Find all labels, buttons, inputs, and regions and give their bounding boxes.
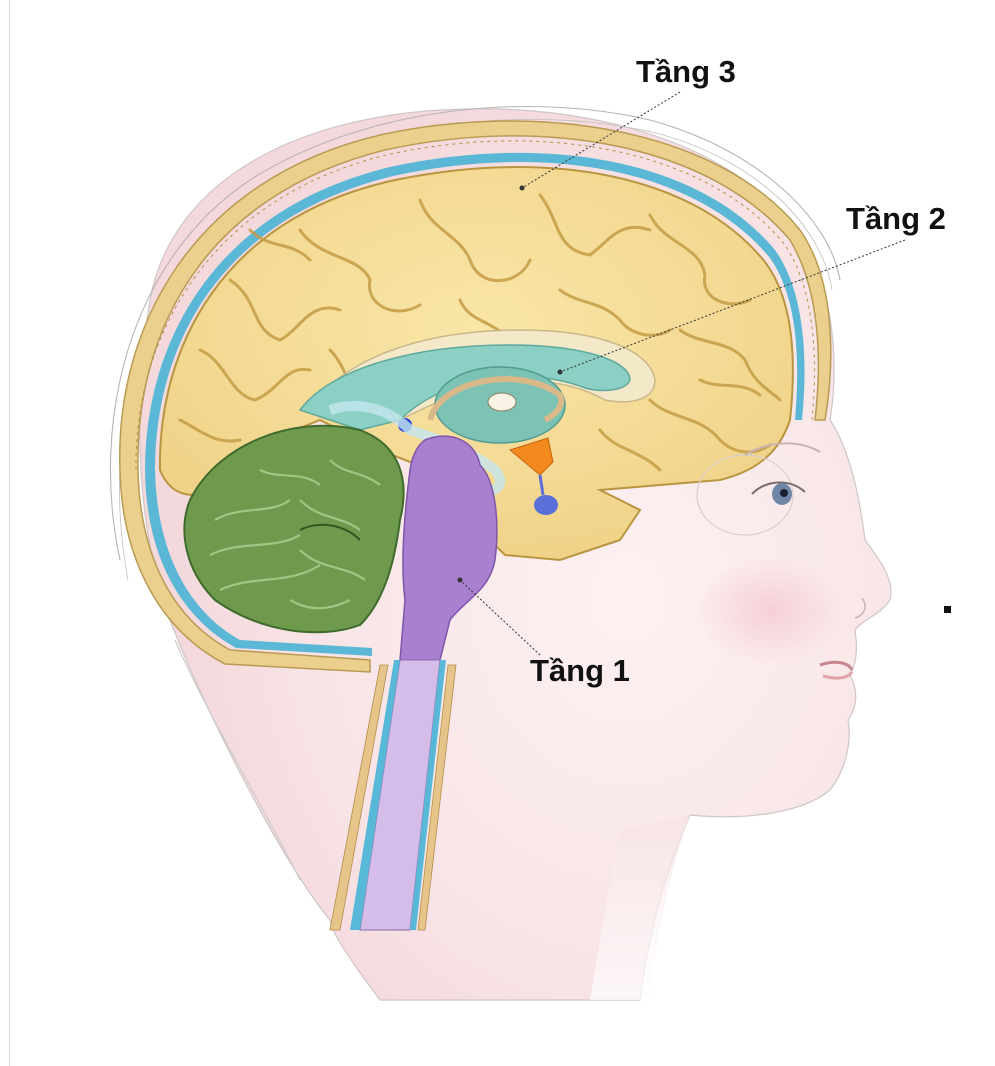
- label-level-3: Tầng 3: [636, 56, 736, 87]
- pointer-dot-level-1: [458, 578, 463, 583]
- pointer-dot-level-2: [558, 370, 563, 375]
- stray-dot-mark: [944, 606, 951, 613]
- label-level-1: Tầng 1: [530, 655, 630, 686]
- pointer-dot-level-3: [520, 186, 525, 191]
- label-level-2: Tầng 2: [846, 203, 946, 234]
